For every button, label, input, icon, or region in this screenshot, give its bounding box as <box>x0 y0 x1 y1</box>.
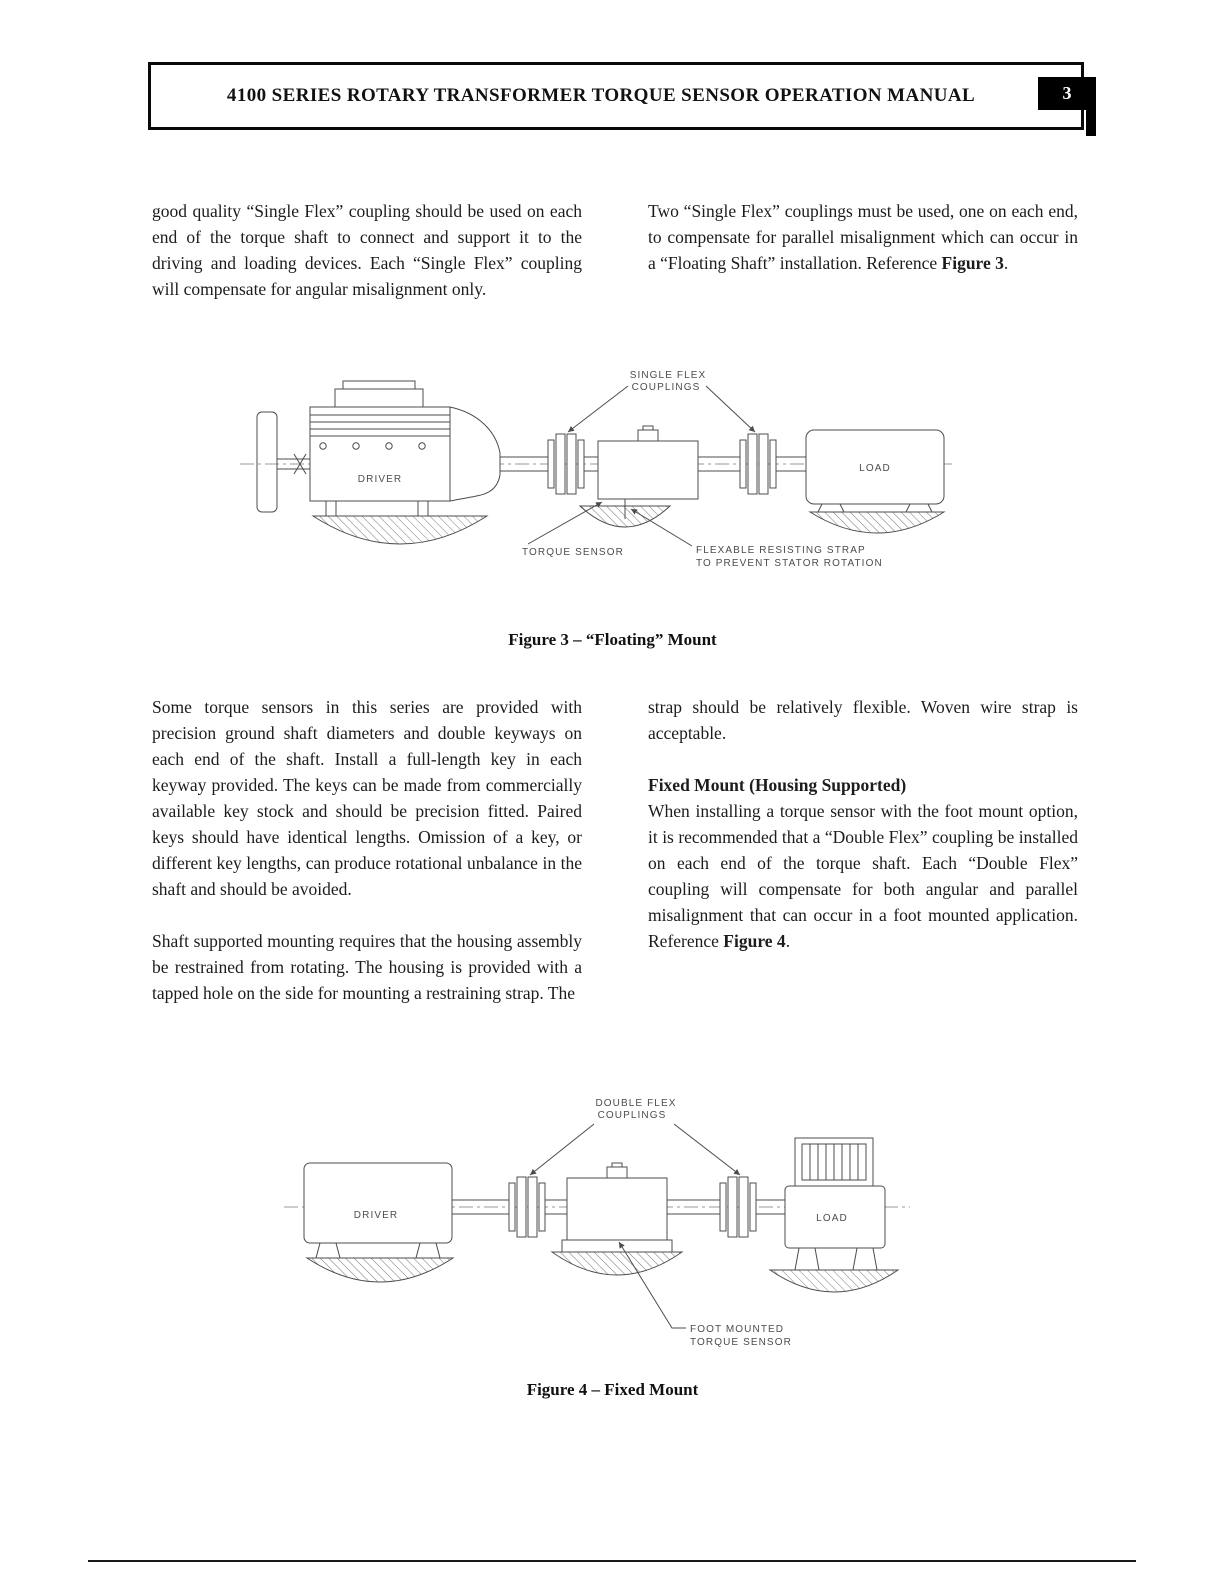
label-torque-sensor: TORQUE SENSOR <box>522 547 624 558</box>
figure3-reference: Figure 3 <box>941 253 1004 273</box>
paragraph: strap should be relatively flexible. Wov… <box>648 697 1078 743</box>
header-title-box: 4100 SERIES ROTARY TRANSFORMER TORQUE SE… <box>148 62 1084 130</box>
text: When installing a torque sensor with the… <box>648 801 1078 951</box>
intro-left-paragraph: good quality “Single Flex” coupling shou… <box>152 198 582 302</box>
paragraph: Shaft supported mounting requires that t… <box>152 931 582 1003</box>
driver-motor <box>303 1162 453 1259</box>
label-strap-1: FLEXABLE RESISTING STRAP <box>696 545 866 556</box>
leader-lines <box>529 1123 741 1329</box>
label-foot-mounted-2: TORQUE SENSOR <box>690 1337 792 1348</box>
label-load: LOAD <box>859 463 891 474</box>
label-single-flex-couplings-2: COUPLINGS <box>632 382 701 393</box>
load-machine <box>805 429 945 513</box>
double-flex-coupling-right <box>719 1176 757 1238</box>
label-load: LOAD <box>816 1213 848 1224</box>
label-driver: DRIVER <box>358 474 402 485</box>
text: . <box>785 931 791 951</box>
label-driver: DRIVER <box>354 1210 398 1221</box>
intro-right-paragraph: Two “Single Flex” couplings must be used… <box>648 198 1078 276</box>
text: . <box>1003 253 1009 273</box>
flywheel <box>256 411 310 513</box>
page-number-badge-tail <box>1086 108 1096 136</box>
shaft <box>500 456 806 472</box>
foot-mounted-torque-sensor <box>561 1162 673 1253</box>
label-double-flex-couplings-2: COUPLINGS <box>598 1110 667 1121</box>
shaft <box>452 1199 785 1215</box>
page-bottom-rule <box>88 1560 1136 1562</box>
figure3-caption: Figure 3 – “Floating” Mount <box>508 630 717 649</box>
figure4-caption: Figure 4 – Fixed Mount <box>526 1380 699 1399</box>
body-right-column: strap should be relatively flexible. Wov… <box>648 694 1078 954</box>
figure4-diagram: DOUBLE FLEX COUPLINGS DRIVER LOAD FOOT M… <box>284 1098 910 1348</box>
paragraph: good quality “Single Flex” coupling shou… <box>152 201 582 299</box>
single-flex-coupling-right <box>739 433 777 495</box>
page-title: 4100 SERIES ROTARY TRANSFORMER TORQUE SE… <box>226 85 976 106</box>
leader-lines <box>527 385 756 547</box>
torque-sensor <box>597 425 699 519</box>
label-single-flex-couplings: SINGLE FLEX <box>630 370 707 381</box>
label-double-flex-couplings: DOUBLE FLEX <box>595 1098 676 1109</box>
body-left-column: Some torque sensors in this series are p… <box>152 694 582 1006</box>
double-flex-coupling-left <box>508 1176 546 1238</box>
single-flex-coupling-left <box>547 433 585 495</box>
text: Two “Single Flex” couplings must be used… <box>648 201 1078 273</box>
paragraph: Some torque sensors in this series are p… <box>152 697 582 899</box>
load-machine <box>784 1137 886 1271</box>
ground-hatching <box>305 1251 900 1293</box>
paragraph: When installing a torque sensor with the… <box>648 798 1078 954</box>
label-strap-2: TO PREVENT STATOR ROTATION <box>696 558 883 569</box>
section-heading: Fixed Mount (Housing Supported) <box>648 775 907 795</box>
figure3-diagram: SINGLE FLEX COUPLINGS DRIVER LOAD TORQUE… <box>240 370 952 569</box>
ground-hatching <box>311 505 946 545</box>
figure4-reference: Figure 4 <box>723 931 786 951</box>
page-number-badge: 3 <box>1038 77 1096 110</box>
driver-motor <box>309 380 501 516</box>
label-foot-mounted-1: FOOT MOUNTED <box>690 1324 784 1335</box>
paragraph: Two “Single Flex” couplings must be used… <box>648 198 1078 276</box>
